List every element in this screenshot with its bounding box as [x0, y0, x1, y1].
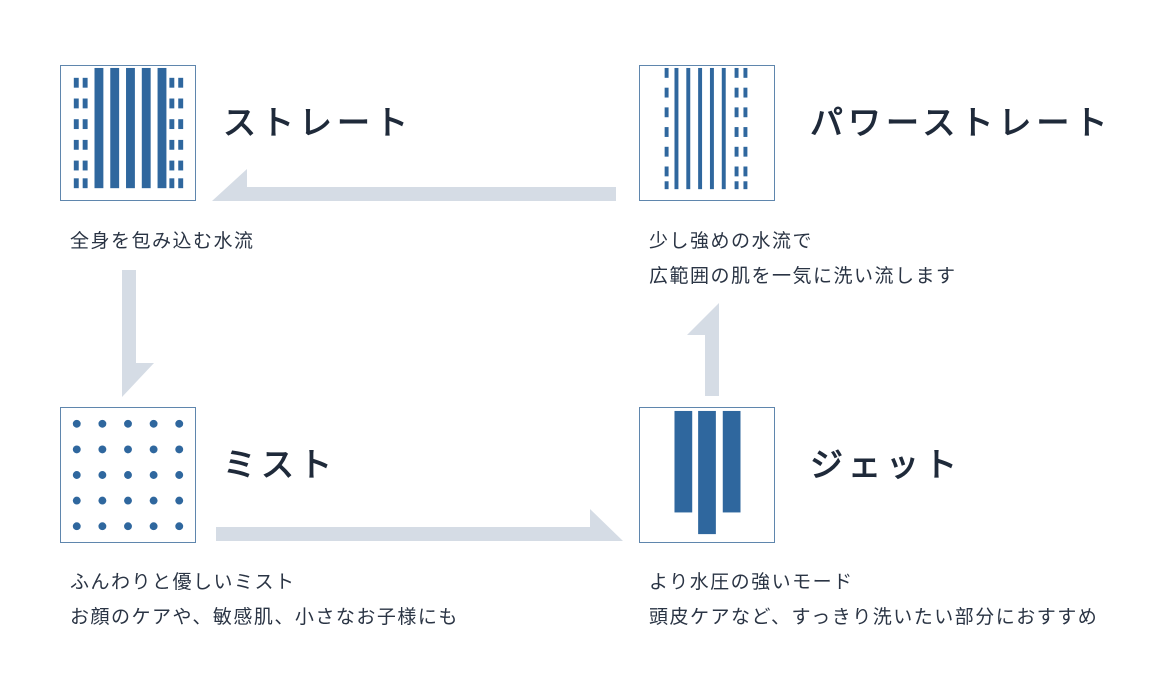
- arrow-straight-to-mist: [122, 270, 154, 397]
- mist-title: ミスト: [223, 445, 337, 484]
- power-straight-desc-line-1: 少し強めの水流で: [649, 230, 814, 252]
- power-straight-shower-icon: [664, 67, 748, 190]
- arrow-power-straight-to-straight: [212, 169, 616, 201]
- jet-description: より水圧の強いモード 頭皮ケアなど、すっきり洗いたい部分におすすめ: [649, 565, 1098, 635]
- jet-desc-line-2: 頭皮ケアなど、すっきり洗いたい部分におすすめ: [649, 606, 1099, 628]
- arrow-mist-to-jet: [216, 509, 623, 541]
- power-straight-desc-line-2: 広範囲の肌を一気に洗い流します: [649, 265, 957, 287]
- mist-desc-line-2: お顔のケアや、敏感肌、小さなお子様にも: [70, 606, 459, 628]
- jet-title: ジェット: [810, 445, 962, 484]
- power-straight-title: パワーストレート: [810, 103, 1113, 142]
- mist-shower-icon: [72, 419, 184, 531]
- mist-desc-line-1: ふんわりと優しいミスト: [70, 571, 296, 593]
- straight-desc-line-1: 全身を包み込む水流: [70, 230, 255, 252]
- straight-shower-icon: [73, 67, 184, 189]
- jet-desc-line-1: より水圧の強いモード: [649, 571, 854, 593]
- power-straight-icon-box: [639, 65, 775, 201]
- straight-icon-box: [60, 65, 196, 201]
- jet-icon-box: [639, 407, 775, 543]
- straight-description: 全身を包み込む水流: [70, 224, 255, 259]
- jet-shower-icon: [674, 410, 741, 535]
- mist-description: ふんわりと優しいミスト お顔のケアや、敏感肌、小さなお子様にも: [70, 565, 459, 635]
- straight-title: ストレート: [223, 103, 413, 142]
- mist-icon-box: [60, 407, 196, 543]
- arrow-jet-to-power-straight: [687, 303, 719, 396]
- power-straight-description: 少し強めの水流で 広範囲の肌を一気に洗い流します: [649, 224, 957, 294]
